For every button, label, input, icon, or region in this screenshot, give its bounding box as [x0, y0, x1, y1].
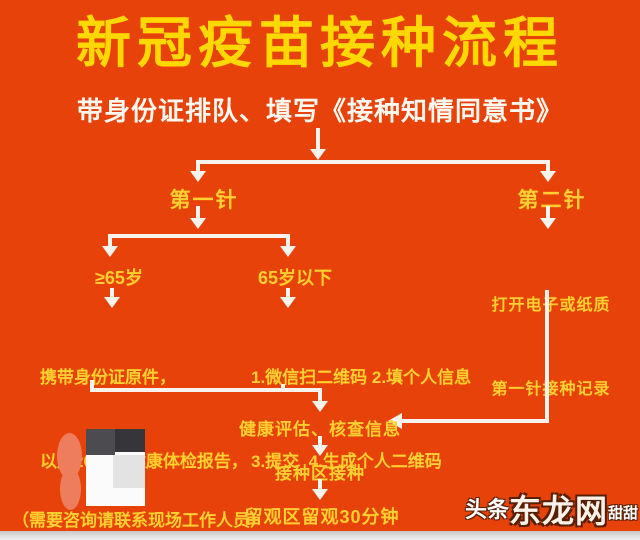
arrow-down-icon [540, 171, 556, 182]
arrow-down-icon [540, 218, 556, 229]
second-dose-instructions: 打开电子或纸质 第一针接种记录 [491, 236, 610, 460]
arrow-down-icon [280, 246, 296, 257]
bottom-strip [0, 531, 640, 540]
censored-square [86, 429, 115, 455]
arrow-down-icon [190, 218, 206, 229]
flow-line [402, 419, 549, 423]
flow-line [545, 290, 549, 421]
flow-line [196, 160, 200, 172]
node-second-dose: 第二针 [517, 189, 587, 212]
censored-blob [60, 468, 81, 510]
arrow-down-icon [312, 445, 328, 456]
flow-line [546, 160, 550, 172]
arrow-down-icon [280, 297, 296, 308]
flow-line [286, 234, 290, 246]
watermark-part: 甜甜 [607, 505, 638, 522]
flow-line [196, 160, 550, 164]
flow-line [90, 380, 94, 392]
text-line: 第一针接种记录 [491, 381, 611, 398]
flow-line [110, 288, 114, 298]
text-line: 携带身份证原件， [40, 368, 176, 387]
under65-instructions: 1.微信扫二维码 2.填个人信息 3.提交 4.生成个人二维码 5.截图 [251, 308, 471, 540]
flow-line [90, 388, 322, 392]
watermark-part: 东龙网 [508, 493, 608, 529]
node-age-over65: ≥65岁 [95, 268, 143, 288]
censored-square [115, 429, 145, 452]
node-vaccination-area: 接种区接种 [275, 464, 365, 483]
flow-line [318, 479, 322, 489]
node-health-check: 健康评估、核查信息 [239, 420, 401, 439]
contact-staff-note: （需要咨询请联系现场工作人员） [12, 511, 267, 530]
text-line: 1.微信扫二维码 2.填个人信息 [251, 368, 472, 387]
arrow-down-icon [190, 171, 206, 182]
text-line: 打开电子或纸质 [491, 297, 611, 314]
arrow-left-icon [388, 413, 402, 429]
node-age-under65: 65岁以下 [257, 268, 333, 288]
censored-image [86, 429, 145, 506]
censored-square [113, 455, 145, 488]
flow-line [286, 288, 290, 298]
flow-line [196, 206, 200, 218]
watermark: 头条 东龙网 甜甜 [465, 492, 638, 528]
flow-line [108, 234, 290, 238]
node-first-dose: 第一针 [169, 189, 239, 212]
flow-line [108, 234, 112, 246]
flow-line [316, 128, 320, 150]
flow-line [546, 206, 550, 218]
arrow-down-icon [104, 297, 120, 308]
flow-line [318, 390, 322, 402]
poster-title: 新冠疫苗接种流程 [75, 12, 564, 74]
arrow-down-icon [312, 401, 328, 412]
arrow-down-icon [310, 149, 326, 160]
text-line: 3.提交 4.生成个人二维码 [251, 452, 442, 471]
arrow-down-icon [312, 489, 328, 500]
arrow-down-icon [102, 246, 118, 257]
poster-subtitle: 带身份证排队、填写《接种知情同意书》 [76, 96, 563, 126]
watermark-part: 头条 [464, 497, 509, 522]
flow-line [318, 436, 322, 445]
node-observation-area: 留观区留观30分钟 [244, 507, 400, 527]
